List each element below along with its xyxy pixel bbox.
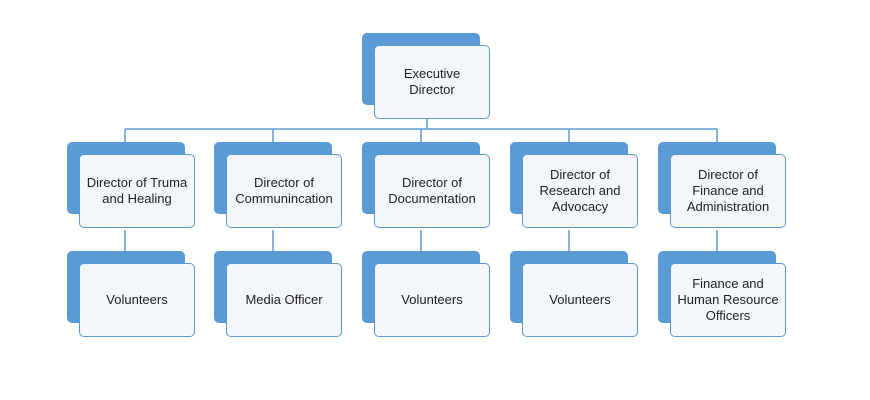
node-card: Director of Research and Advocacy — [522, 154, 638, 228]
node-volunteers-research: Volunteers — [510, 251, 640, 339]
node-director-trauma: Director of Truma and Healing — [67, 142, 197, 230]
node-director-finance: Director of Finance and Administration — [658, 142, 788, 230]
node-card: Director of Documentation — [374, 154, 490, 228]
node-label: Executive Director — [403, 66, 461, 97]
node-card: Media Officer — [226, 263, 342, 337]
node-label: Director of Documentation — [388, 175, 476, 206]
node-card: Volunteers — [79, 263, 195, 337]
node-volunteers-trauma: Volunteers — [67, 251, 197, 339]
node-label: Director of Communincation — [235, 175, 333, 206]
node-card: Volunteers — [374, 263, 490, 337]
node-label: Volunteers — [401, 292, 463, 307]
node-finance-hr-officers: Finance and Human Resource Officers — [658, 251, 788, 339]
node-label: Volunteers — [549, 292, 611, 307]
node-director-communication: Director of Communincation — [214, 142, 344, 230]
node-label: Finance and Human Resource Officers — [677, 276, 779, 323]
node-media-officer: Media Officer — [214, 251, 344, 339]
node-card: Director of Truma and Healing — [79, 154, 195, 228]
node-label: Media Officer — [245, 292, 323, 307]
node-label: Director of Research and Advocacy — [539, 167, 621, 214]
node-card: Volunteers — [522, 263, 638, 337]
node-card: Director of Communincation — [226, 154, 342, 228]
node-director-research: Director of Research and Advocacy — [510, 142, 640, 230]
node-label: Director of Truma and Healing — [86, 175, 188, 206]
node-label: Volunteers — [106, 292, 168, 307]
node-volunteers-documentation: Volunteers — [362, 251, 492, 339]
node-label: Director of Finance and Administration — [686, 167, 770, 214]
node-executive-director: Executive Director — [362, 33, 492, 121]
node-card: Finance and Human Resource Officers — [670, 263, 786, 337]
node-card: Director of Finance and Administration — [670, 154, 786, 228]
node-card: Executive Director — [374, 45, 490, 119]
node-director-documentation: Director of Documentation — [362, 142, 492, 230]
